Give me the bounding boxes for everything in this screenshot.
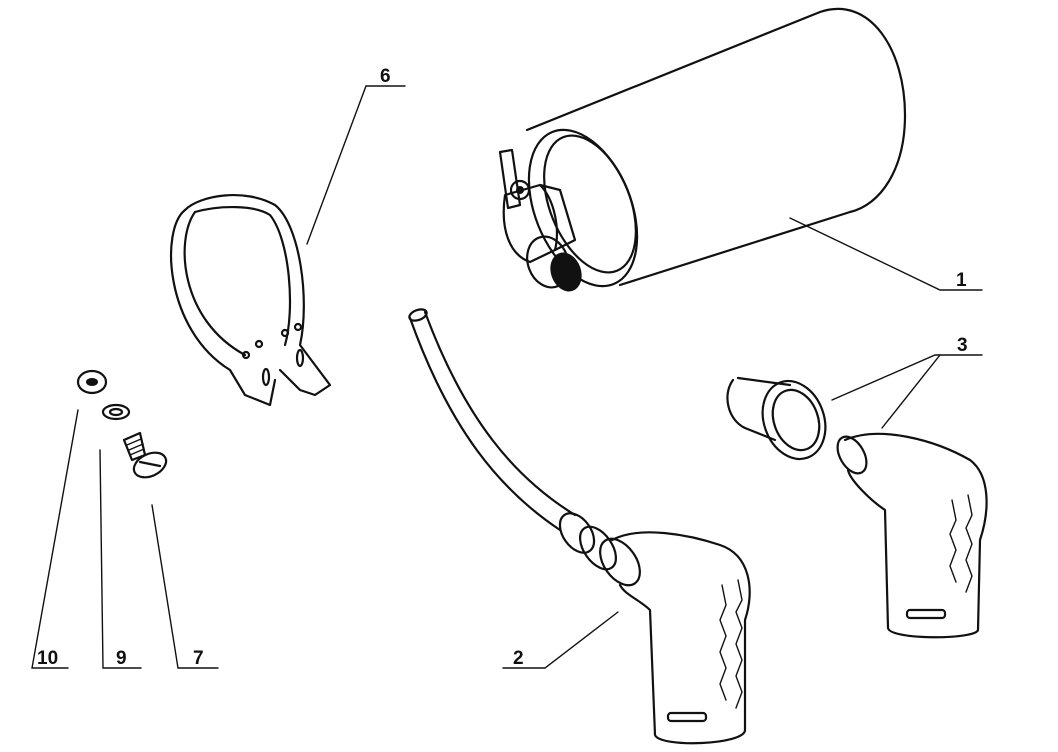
callout-1: 1 xyxy=(956,270,967,291)
callout-10: 10 xyxy=(37,648,58,669)
rubber-boot xyxy=(836,432,988,639)
ht-lead-with-cap xyxy=(408,308,751,745)
nut xyxy=(76,369,108,395)
mounting-clamp xyxy=(170,194,332,407)
screw xyxy=(122,431,168,479)
callout-9: 9 xyxy=(116,648,127,669)
ignition-coil xyxy=(498,7,907,292)
callout-7: 7 xyxy=(193,648,204,669)
callout-3: 3 xyxy=(957,335,968,356)
leader-lines xyxy=(31,85,983,669)
callout-2: 2 xyxy=(513,648,524,669)
callout-6: 6 xyxy=(380,66,391,87)
spark-plug-cap xyxy=(726,376,827,461)
washer xyxy=(101,403,131,421)
